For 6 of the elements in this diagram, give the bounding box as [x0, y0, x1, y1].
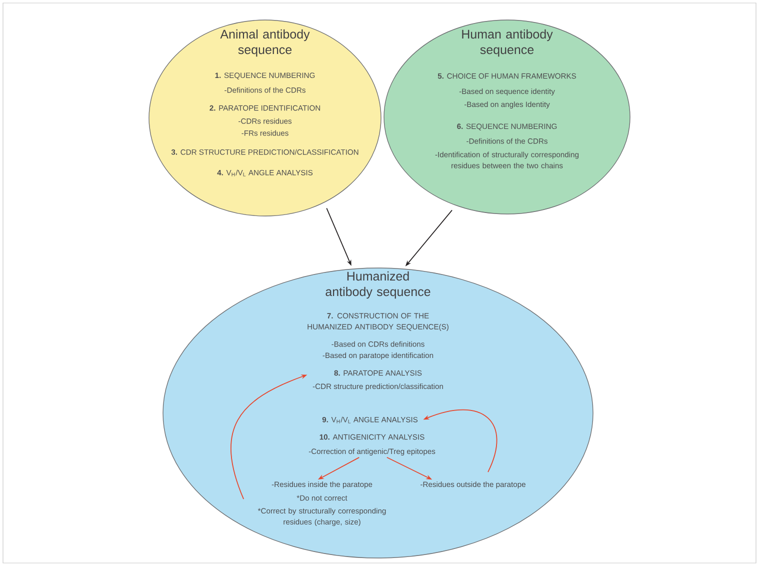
- ellipse: [148, 20, 382, 216]
- ellipse-title: Human antibody sequence: [462, 29, 553, 57]
- ellipse: [162, 268, 594, 558]
- ellipse-title: Animal antibody sequence: [220, 29, 310, 57]
- ellipse-title: Humanized antibody sequence: [326, 271, 430, 299]
- ellipse: [384, 20, 630, 214]
